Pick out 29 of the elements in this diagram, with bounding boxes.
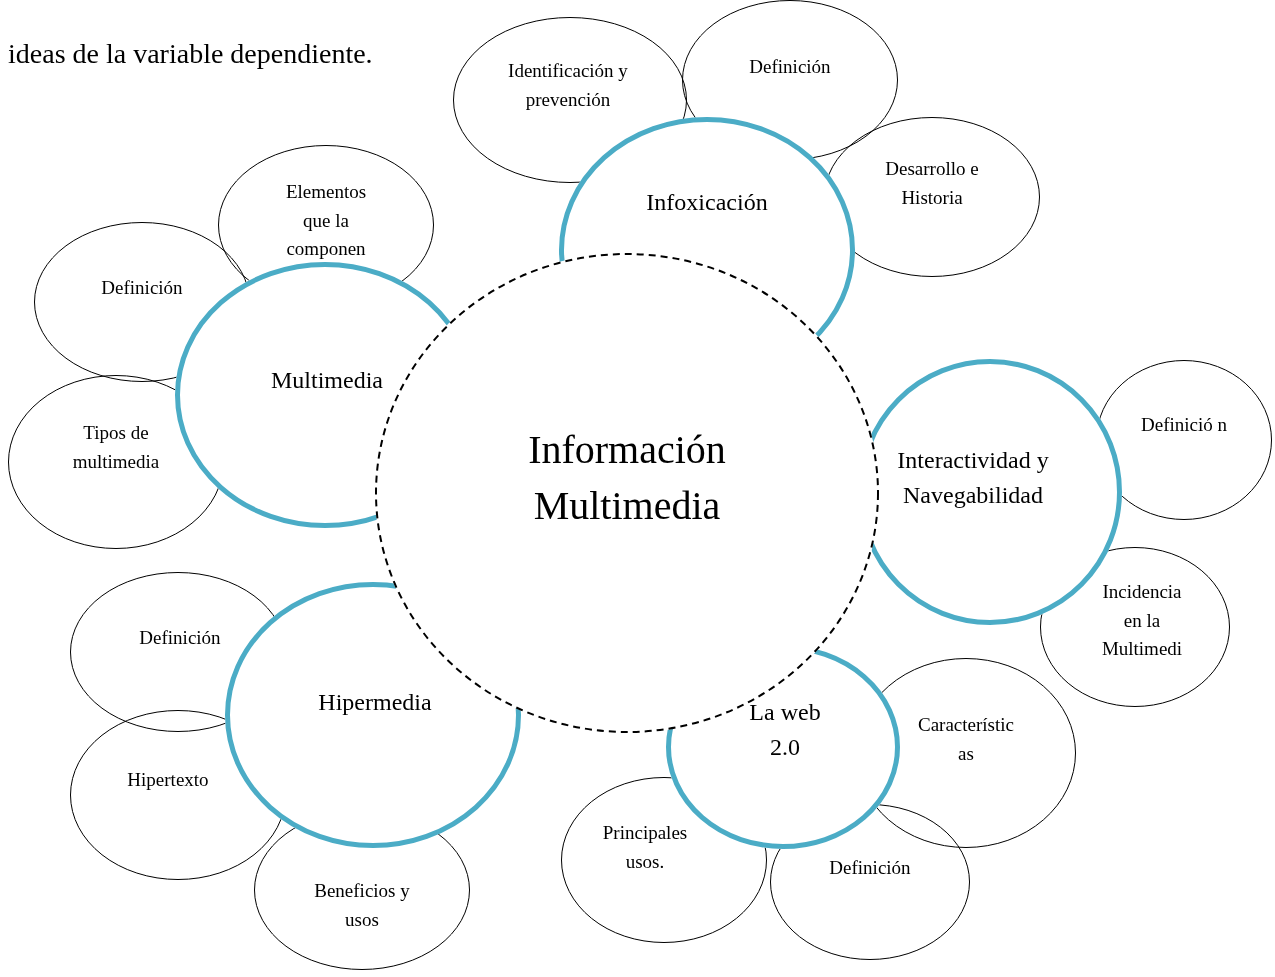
intro-text: ideas de la variable dependiente. [8,38,373,70]
topic-label: Infoxicación [645,187,769,217]
subtopic-ellipse [561,777,767,943]
topic-label: Hipermedia [317,687,433,717]
subtopic-label: Definición [748,54,832,79]
subtopic-ellipse [1096,360,1272,520]
subtopic-ellipse [34,222,250,382]
subtopic-label: Beneficios y usos [313,878,411,931]
subtopic-ellipse [682,0,898,160]
topic-label: Interactividad y Navegabilidad [896,446,1050,510]
subtopic-label: Elementos que la componen [284,180,368,262]
subtopic-label: Hipertexto [126,767,210,792]
subtopic-label: Definición [828,855,912,880]
subtopic-ellipse [770,804,970,960]
subtopic-label: Identificación y prevención [507,58,629,112]
topic-label: La web 2.0 [748,698,822,762]
subtopic-label: Incidencia en la Multimedi [1100,580,1184,662]
subtopic-label: Definición [100,275,184,300]
subtopic-label: Definició n [1141,412,1227,437]
subtopic-label: Tipos de multimedia [71,420,161,473]
topic-label: Multimedia [270,365,384,395]
subtopic-label: Desarrollo e Historia [884,156,980,209]
topic-circle [225,582,521,848]
subtopic-label: Característic as [917,712,1015,765]
subtopic-label: Definición [138,625,222,650]
subtopic-ellipse [453,17,687,183]
subtopic-ellipse [1040,547,1230,707]
subtopic-label: Principales usos. [601,820,689,873]
central-topic-label: Información Multimedia [527,426,727,530]
